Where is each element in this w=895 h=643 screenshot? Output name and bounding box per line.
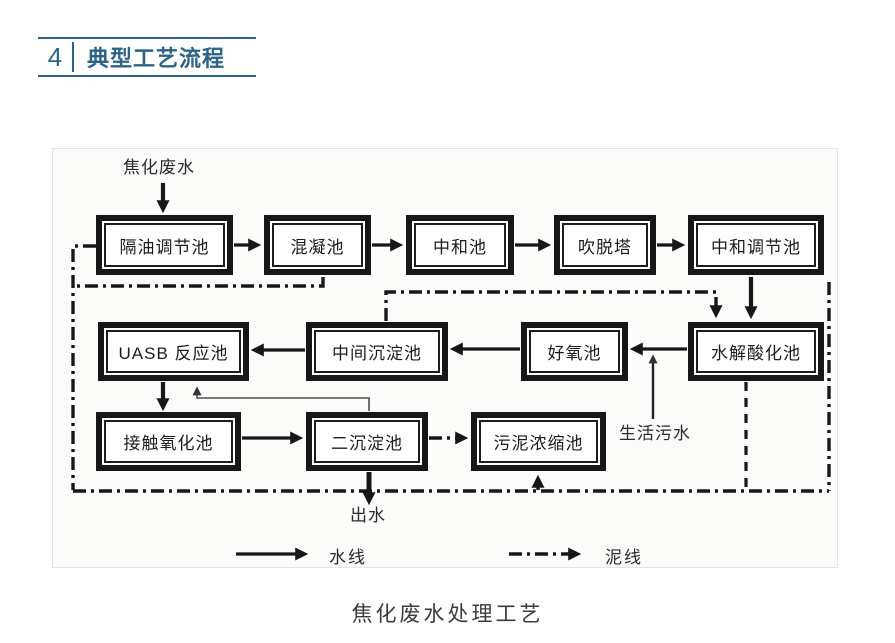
box-stripping-tower: 吹脱塔 bbox=[554, 215, 656, 275]
box-hydrolysis-acidification-tank: 水解酸化池 bbox=[688, 322, 824, 381]
effluent-label: 出水 bbox=[350, 506, 386, 525]
header-divider-line bbox=[72, 42, 74, 72]
box-aerobic-tank: 好氧池 bbox=[521, 322, 628, 381]
flow-lines-layer bbox=[71, 183, 831, 561]
box-sludge-thickening-tank: 污泥浓缩池 bbox=[471, 412, 606, 471]
section-header: 4 典型工艺流程 bbox=[38, 37, 256, 77]
diagram-caption: 焦化废水处理工艺 bbox=[351, 603, 544, 626]
process-flow-diagram: 隔油调节池 混凝池 中和池 吹脱塔 中和调节池 UASB 反应池 中间沉淀池 好… bbox=[52, 148, 838, 568]
box-coagulation-tank: 混凝池 bbox=[264, 215, 371, 275]
box-secondary-sedimentation-tank: 二沉淀池 bbox=[306, 412, 428, 471]
legend-sludge-line-label: 泥线 bbox=[605, 548, 643, 567]
box-contact-oxidation-tank: 接触氧化池 bbox=[96, 412, 241, 471]
section-title: 典型工艺流程 bbox=[87, 46, 226, 71]
section-number: 4 bbox=[47, 41, 63, 72]
domestic-sewage-label: 生活污水 bbox=[619, 424, 691, 443]
box-uasb-reactor: UASB 反应池 bbox=[98, 322, 249, 381]
recycle-line-secondary-to-uasb bbox=[192, 386, 370, 411]
box-intermediate-sedimentation-tank: 中间沉淀池 bbox=[306, 322, 448, 381]
box-neutralization-tank: 中和池 bbox=[406, 215, 514, 275]
box-oil-separation-regulating-tank: 隔油调节池 bbox=[96, 215, 233, 275]
sludge-line-coagulation-drain bbox=[75, 277, 325, 288]
influent-label: 焦化废水 bbox=[123, 158, 195, 177]
legend-water-line-label: 水线 bbox=[329, 548, 367, 567]
sludge-line-intermediate-to-hydrolysis bbox=[384, 290, 723, 321]
sludge-line-left-collector bbox=[71, 244, 96, 490]
box-neutralization-regulating-tank: 中和调节池 bbox=[688, 215, 824, 275]
